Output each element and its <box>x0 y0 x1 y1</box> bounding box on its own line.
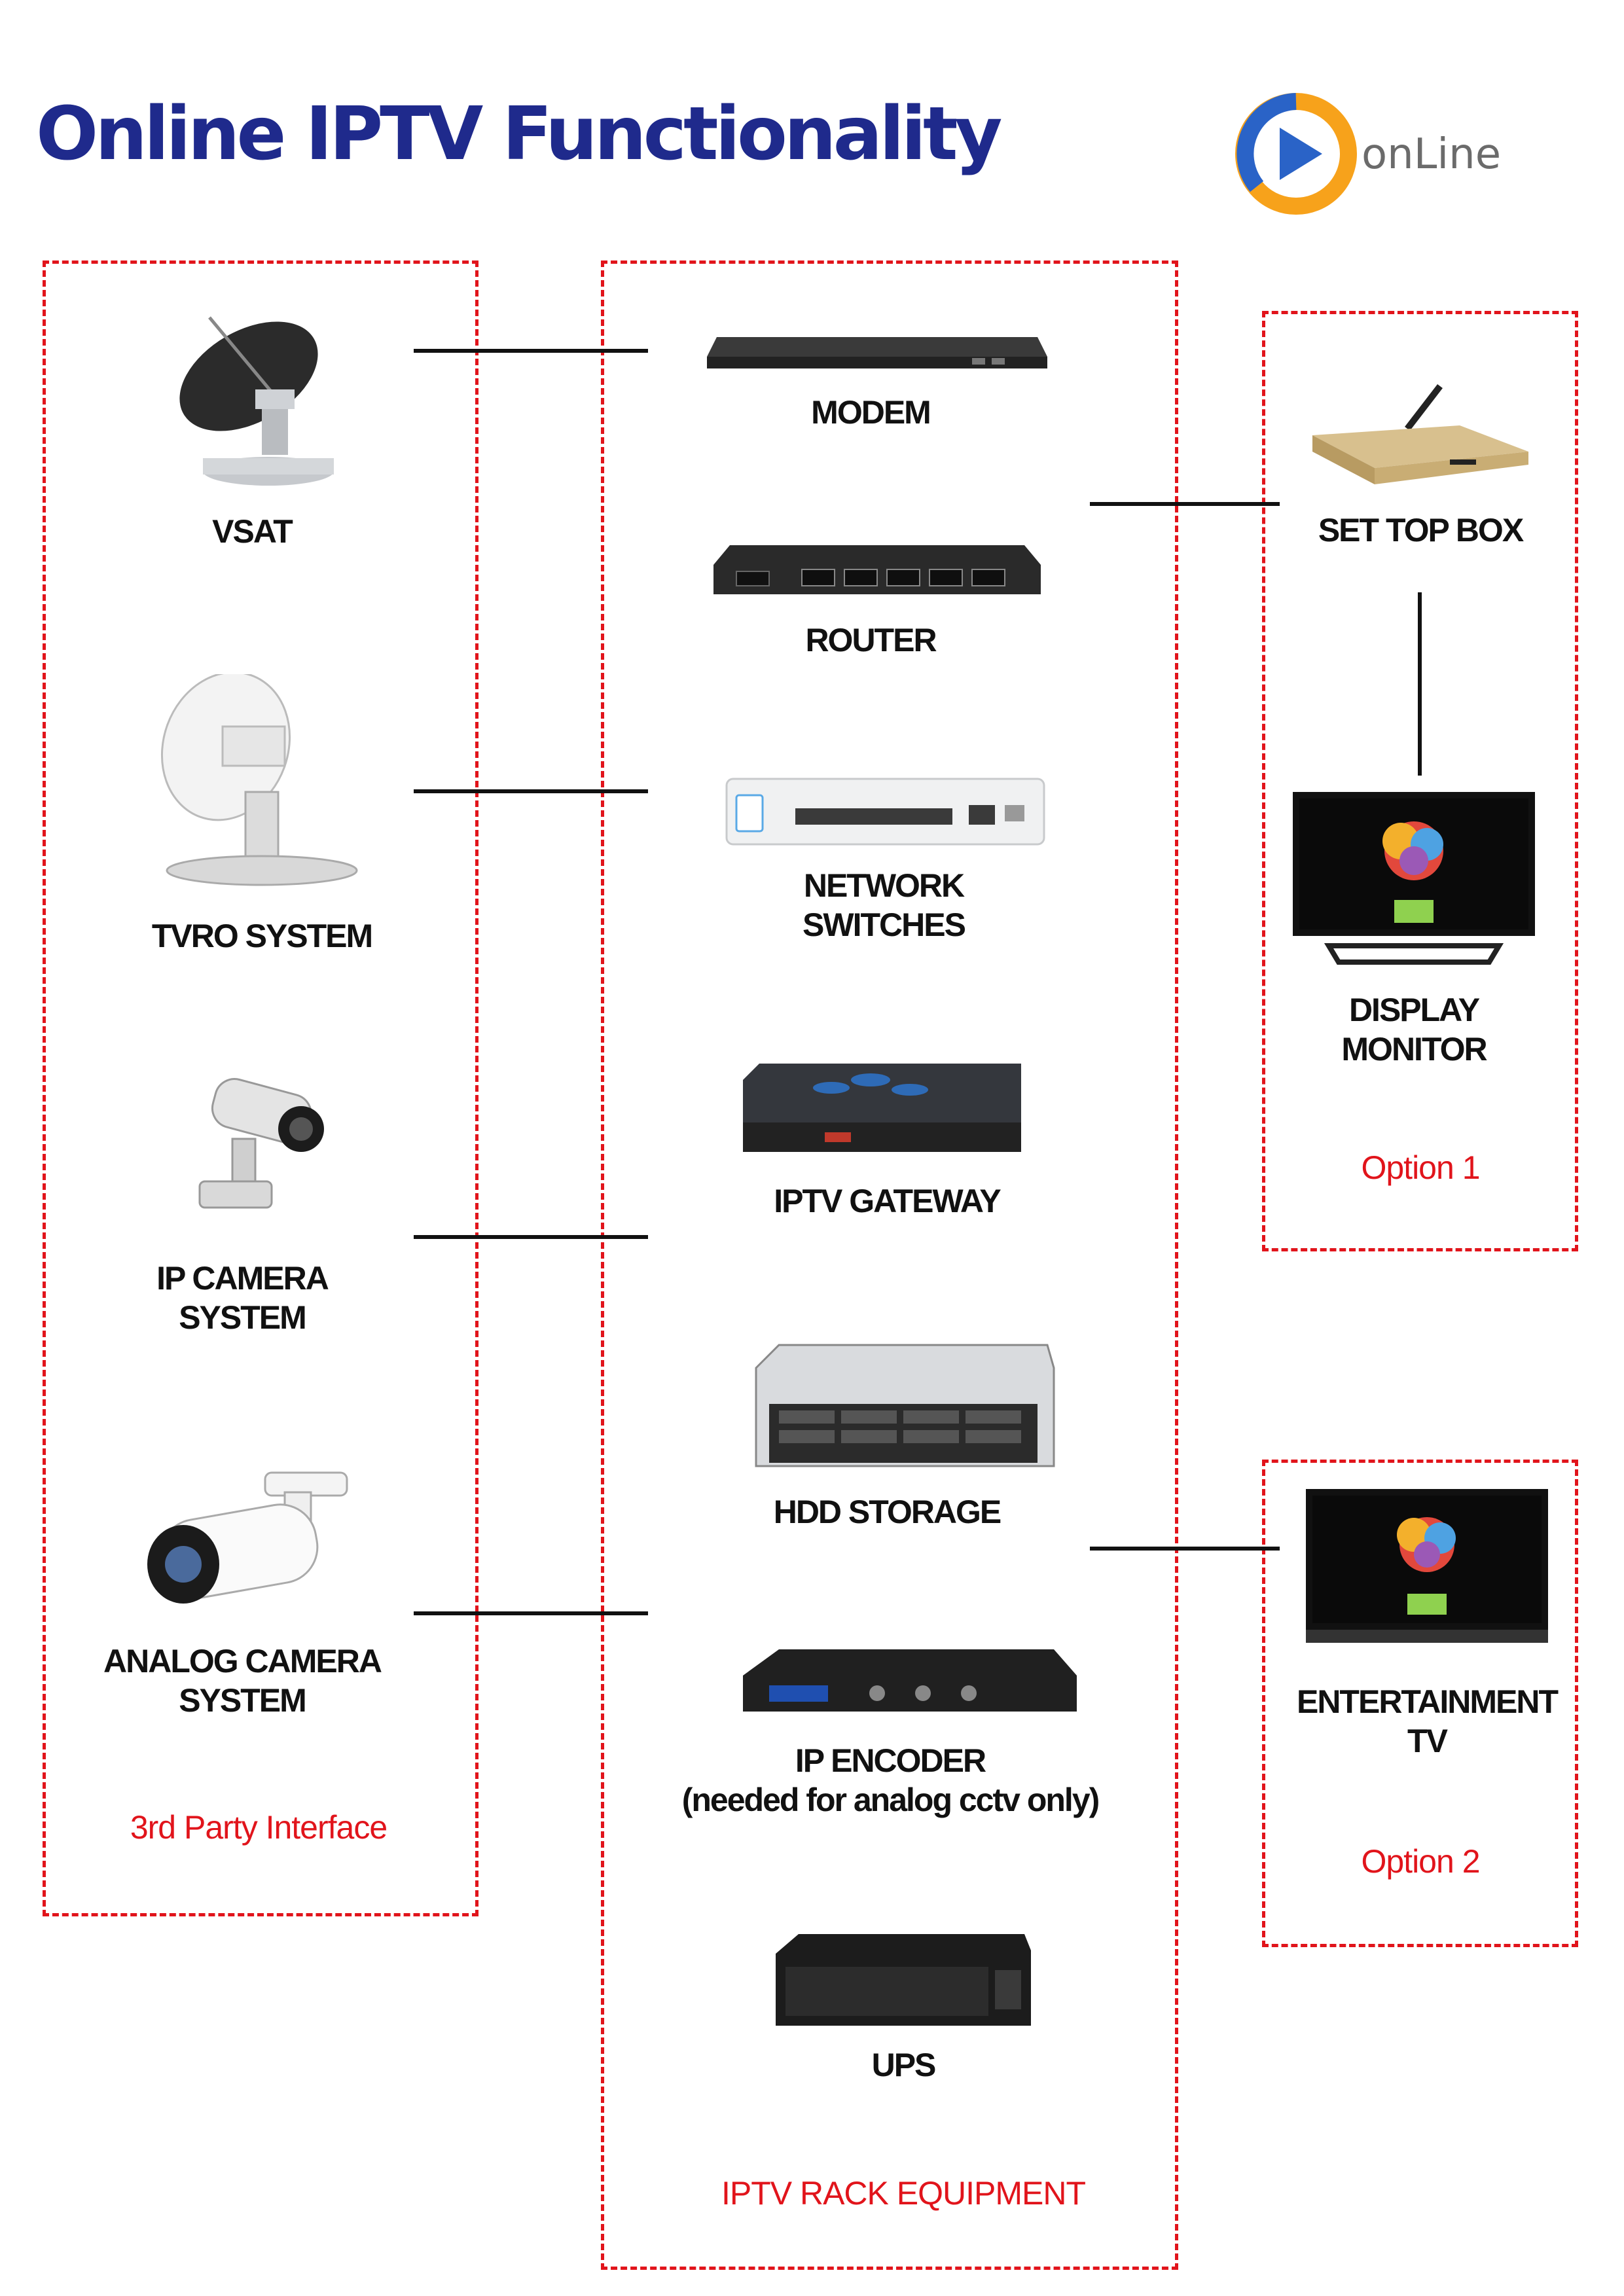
connector-settopbox-monitor <box>1418 592 1422 776</box>
modem-icon <box>707 337 1047 368</box>
connector-rack-entertainment <box>1090 1547 1280 1551</box>
encoder-icon <box>743 1649 1077 1712</box>
page-title: Online IPTV Functionality <box>36 92 1003 177</box>
third-party-group-label: 3rd Party Interface <box>130 1809 388 1846</box>
logo-text: onLine <box>1362 130 1501 179</box>
network-switch-icon <box>725 778 1045 846</box>
ip-camera-label: IP CAMERA SYSTEM <box>156 1260 329 1336</box>
entertainment-tv-label: ENTERTAINMENT TV <box>1296 1683 1559 1759</box>
dome-camera-icon <box>147 1471 348 1604</box>
online-logo: onLine <box>1235 93 1501 215</box>
option1-group-box <box>1262 311 1578 1251</box>
router-label: ROUTER <box>805 622 937 658</box>
rack-group-label: IPTV RACK EQUIPMENT <box>721 2175 1086 2212</box>
vsat-label: VSAT <box>212 513 293 550</box>
display-monitor-label: DISPLAY MONITOR <box>1341 992 1487 1067</box>
tvro-label: TVRO SYSTEM <box>151 918 373 954</box>
tv-icon <box>1306 1489 1548 1643</box>
network-switches-label: NETWORK SWITCHES <box>803 867 966 943</box>
analog-camera-label: ANALOG CAMERA SYSTEM <box>103 1643 382 1719</box>
third-party-group-box <box>43 260 478 1916</box>
gateway-server-icon <box>743 1064 1021 1152</box>
connector-tvro-switch <box>414 789 648 793</box>
connector-ipcamera-gateway <box>414 1235 648 1239</box>
ups-icon <box>776 1934 1031 2026</box>
iptv-gateway-label: IPTV GATEWAY <box>774 1183 1001 1219</box>
storage-server-icon <box>755 1344 1055 1467</box>
rack-group-box <box>601 260 1178 2270</box>
connector-analog-encoder <box>414 1611 648 1615</box>
router-icon <box>713 545 1041 594</box>
set-top-box-label: SET TOP BOX <box>1318 512 1524 548</box>
option2-group-label: Option 2 <box>1361 1843 1480 1880</box>
connector-vsat-modem <box>414 349 648 353</box>
satellite-dish-icon <box>179 316 334 486</box>
connector-rack-settopbox <box>1090 502 1280 506</box>
tv-monitor-icon <box>1293 792 1535 965</box>
bullet-camera-icon <box>198 1078 324 1209</box>
ups-label: UPS <box>871 2047 937 2083</box>
hdd-storage-label: HDD STORAGE <box>773 1494 1002 1530</box>
set-top-box-icon <box>1312 384 1528 484</box>
option1-group-label: Option 1 <box>1361 1149 1480 1186</box>
option2-group-box <box>1262 1460 1578 1947</box>
modem-label: MODEM <box>811 394 931 431</box>
radome-antenna-icon <box>160 674 358 886</box>
ip-encoder-label: IP ENCODER (needed for analog cctv only) <box>681 1742 1100 1818</box>
